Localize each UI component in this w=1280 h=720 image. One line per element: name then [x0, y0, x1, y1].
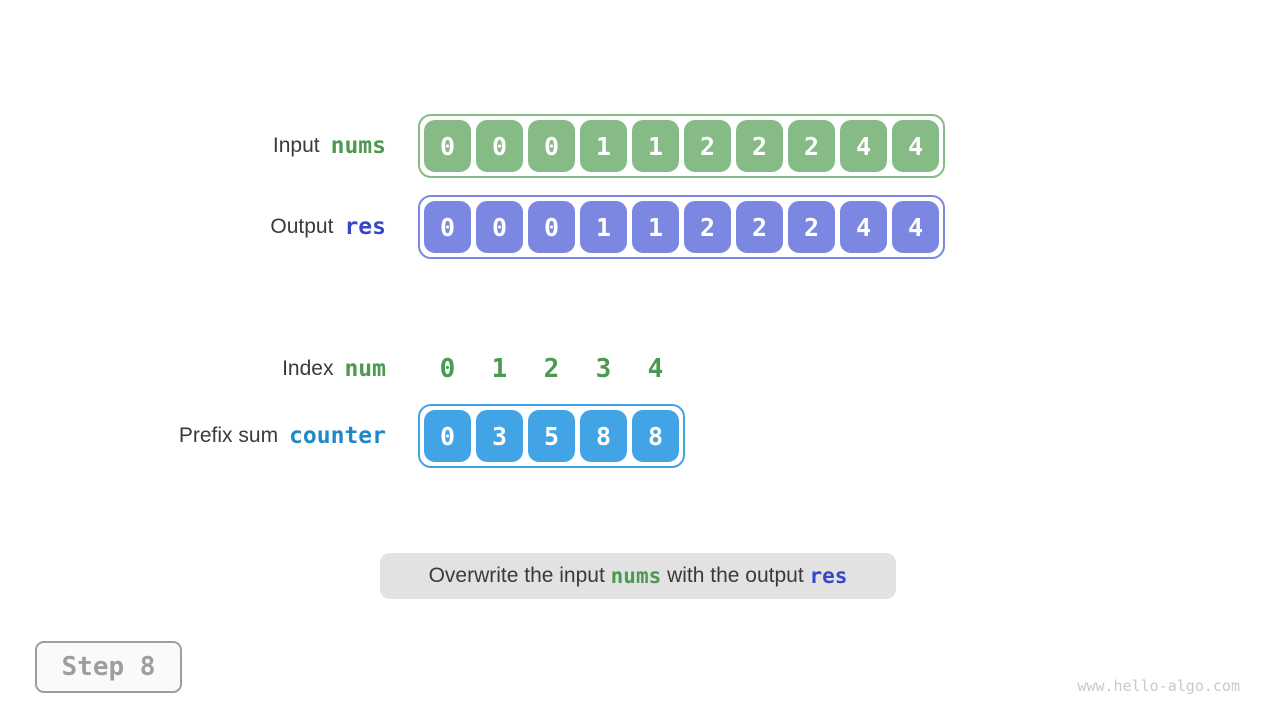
caption-text-part: Overwrite the input: [428, 564, 611, 587]
output-array-cell: 0: [424, 201, 471, 253]
input-array-cell: 1: [632, 120, 679, 172]
index-values: 0 1 2 3 4: [424, 346, 679, 392]
step-badge: Step 8: [35, 641, 182, 693]
prefix-sum-array-cell: 8: [632, 410, 679, 462]
caption-text-part: nums: [610, 564, 662, 588]
step-badge-label: Step 8: [61, 652, 156, 682]
prefix-sum-row-label: Prefix sum counter: [0, 404, 386, 468]
index-value: 4: [647, 354, 664, 384]
prefix-sum-array-cell: 0: [424, 410, 471, 462]
input-variable-name: nums: [330, 133, 386, 159]
caption-text-part: with the output: [661, 564, 810, 587]
output-array-cell: 2: [736, 201, 783, 253]
index-value: 0: [439, 354, 456, 384]
output-array-cell: 4: [840, 201, 887, 253]
output-array-cell: 4: [892, 201, 939, 253]
prefix-sum-array-cell: 3: [476, 410, 523, 462]
index-value: 2: [543, 354, 560, 384]
output-array-cell: 2: [788, 201, 835, 253]
caption-text-part: res: [809, 564, 848, 588]
input-array-cell: 1: [580, 120, 627, 172]
input-array-cell: 2: [736, 120, 783, 172]
prefix-sum-variable-name: counter: [289, 423, 386, 449]
output-array-cell: 0: [528, 201, 575, 253]
prefix-sum-label: Prefix sum: [178, 424, 279, 447]
input-array-cell: 4: [840, 120, 887, 172]
input-array-cell: 2: [788, 120, 835, 172]
input-array-cell: 0: [528, 120, 575, 172]
watermark: www.hello-algo.com: [1077, 677, 1240, 695]
output-row-label: Output res: [0, 195, 386, 259]
input-array-cell: 2: [684, 120, 731, 172]
caption: Overwrite the input nums with the output…: [380, 553, 896, 599]
input-array-cell: 4: [892, 120, 939, 172]
output-array-cell: 1: [580, 201, 627, 253]
input-row-label: Input nums: [0, 114, 386, 178]
index-row-label: Index num: [0, 346, 386, 392]
index-variable-name: num: [344, 356, 386, 382]
output-array-cell: 1: [632, 201, 679, 253]
index-value: 1: [491, 354, 508, 384]
prefix-sum-array-cell: 5: [528, 410, 575, 462]
input-label: Input: [272, 134, 320, 157]
output-array-cell: 0: [476, 201, 523, 253]
input-array-cell: 0: [476, 120, 523, 172]
input-array-cell: 0: [424, 120, 471, 172]
index-label: Index: [282, 357, 334, 380]
prefix-sum-array-cell: 8: [580, 410, 627, 462]
output-label: Output: [270, 215, 334, 238]
index-value: 3: [595, 354, 612, 384]
output-array-cell: 2: [684, 201, 731, 253]
output-variable-name: res: [344, 214, 386, 240]
